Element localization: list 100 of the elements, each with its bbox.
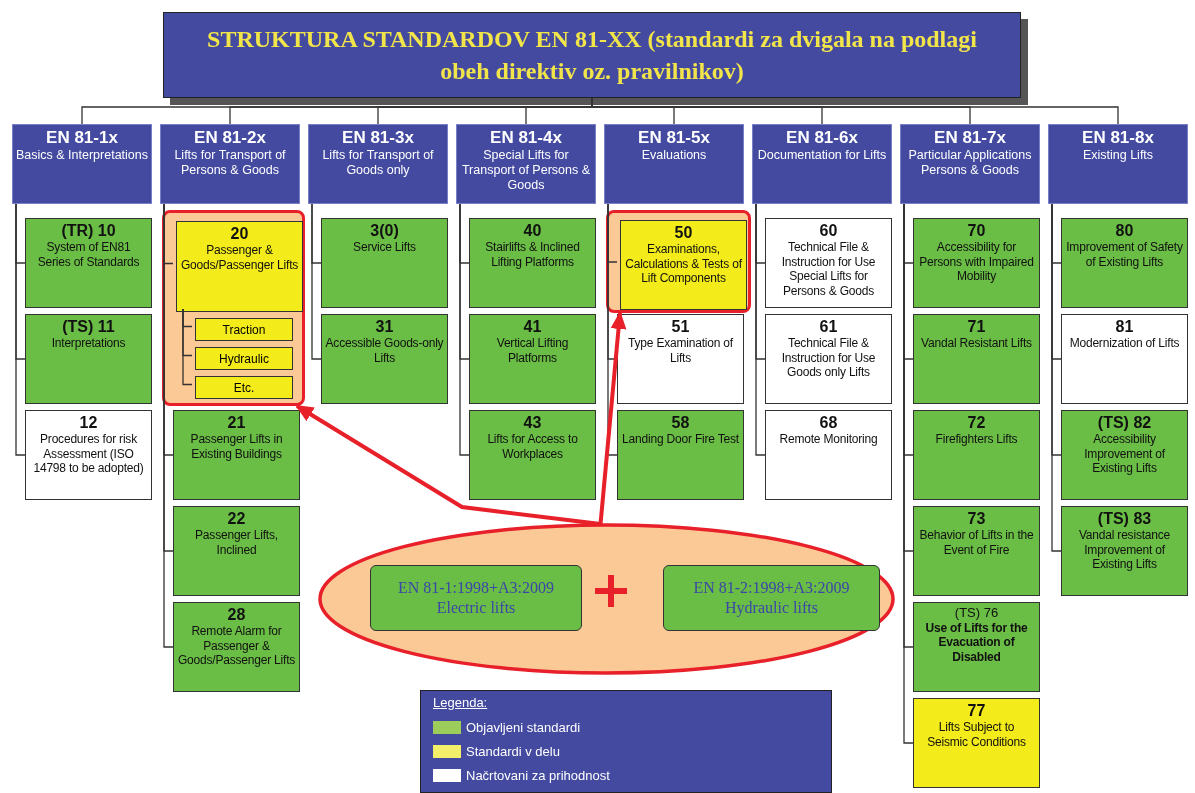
standard-number: 43 [523, 414, 542, 433]
standard-title: Firefighters Lifts [935, 432, 1018, 447]
standard-box [765, 218, 892, 308]
standard-title: Type Examination of Lifts [627, 336, 734, 366]
standard-number: 31 [375, 318, 394, 337]
series-code: EN 81-4x [490, 128, 562, 149]
series-code: EN 81-3x [342, 128, 414, 149]
series-title: Documentation for Lifts [757, 148, 887, 164]
standard-number: 12 [79, 414, 98, 433]
legend-label: Objavljeni standardi [466, 719, 581, 735]
standard-number: 58 [671, 414, 690, 433]
standard-title: Stairlifts & Inclined Lifting Platforms [484, 240, 581, 270]
highlight-ellipse [318, 523, 895, 675]
connector-line [182, 308, 193, 386]
standard-title: Accessibility for Persons with Impaired Mobility [918, 240, 1035, 284]
subtype-box [195, 376, 293, 399]
standard-title: Landing Door Fire Test [622, 432, 739, 447]
standard-title: Vertical Lifting Platforms [495, 336, 570, 366]
series-header [160, 124, 300, 204]
standard-box [913, 314, 1040, 404]
connector-line [459, 203, 470, 456]
standard-number: 71 [967, 318, 986, 337]
standard-box [25, 410, 152, 500]
standard-box [1061, 410, 1188, 500]
subtype-box [195, 318, 293, 341]
series-code: EN 81-1x [46, 128, 118, 149]
standard-title: Electric lifts [436, 598, 516, 618]
series-header [308, 124, 448, 204]
highlight-frame [162, 210, 305, 406]
series-title: Evaluations [641, 148, 707, 164]
standard-number: 72 [967, 414, 986, 433]
standard-number: 21 [227, 414, 246, 433]
connector-line [15, 203, 26, 456]
series-title: Particular Applications Persons & Goods [907, 148, 1033, 179]
standard-box [913, 218, 1040, 308]
standard-number: 50 [674, 224, 693, 243]
standard-box [913, 506, 1040, 596]
standard-box [469, 314, 596, 404]
standard-title: Passenger Lifts, Inclined [194, 528, 279, 558]
standard-box [321, 314, 448, 404]
standard-box [913, 602, 1040, 692]
standard-title: Lifts for Access to Workplaces [486, 432, 579, 462]
subtype-label: Hydraulic [219, 351, 269, 366]
standard-title: Modernization of Lifts [1069, 336, 1180, 351]
standard-number: (TS) 82 [1097, 414, 1152, 433]
highlight-frame [606, 210, 751, 313]
connector-line [163, 203, 174, 648]
standard-title: Vandal resistance Improvement of Existing Lifts [1077, 528, 1172, 572]
standard-box [765, 314, 892, 404]
standard-number: 81 [1115, 318, 1134, 337]
series-title: Special Lifts for Transport of Persons & Goods [460, 148, 592, 194]
series-header [604, 124, 744, 204]
standard-title: Vandal Resistant Lifts [921, 336, 1032, 351]
standard-number: 68 [819, 414, 838, 433]
legend-label: Načrtovani za prihodnost [466, 767, 610, 783]
standard-box [25, 218, 152, 308]
subtype-box [195, 347, 293, 370]
standard-number: 20 [230, 225, 249, 244]
standard-box [617, 314, 744, 404]
standard-box [617, 410, 744, 500]
series-title: Existing Lifts [1082, 148, 1154, 164]
standard-number: 77 [967, 702, 986, 721]
standard-title: Use of Lifts for the Evacuation of Disabled [924, 620, 1029, 665]
standard-box [173, 410, 300, 500]
standard-number: (TR) 10 [61, 222, 116, 241]
arrow [295, 404, 601, 526]
standard-number: 73 [967, 510, 986, 529]
standard-number: 40 [523, 222, 542, 241]
series-title: Basics & Interpretations [16, 148, 148, 164]
connector-line [607, 203, 618, 456]
standard-number: 61 [819, 318, 838, 337]
standard-number: 22 [227, 510, 246, 529]
standard-title: Accessible Goods-only Lifts [325, 336, 444, 366]
standard-box [469, 218, 596, 308]
standard-number: 80 [1115, 222, 1134, 241]
legend-label: Standardi v delu [466, 743, 560, 759]
standard-number: 3(0) [370, 222, 399, 241]
series-code: EN 81-6x [786, 128, 858, 149]
series-code: EN 81-7x [934, 128, 1006, 149]
standard-number: 41 [523, 318, 542, 337]
series-code: EN 81-2x [194, 128, 266, 149]
standard-title: Procedures for risk Assessment (ISO 14798 to be adopted) [32, 432, 145, 476]
legend-title: Legenda: [433, 695, 488, 710]
standard-title: Remote Alarm for Passenger & Goods/Passenger Lifts [177, 624, 296, 668]
standard-title: Improvement of Safety of Existing Lifts [1065, 240, 1184, 270]
standard-number: 70 [967, 222, 986, 241]
standard-title: Accessibility Improvement of Existing Lifts [1083, 432, 1166, 476]
series-header [752, 124, 892, 204]
standard-number: 51 [671, 318, 690, 337]
series-code: EN 81-5x [638, 128, 710, 149]
series-header [900, 124, 1040, 204]
standard-box [913, 410, 1040, 500]
standard-box [25, 314, 152, 404]
standard-code: EN 81-1:1998+A3:2009 [397, 578, 555, 598]
standard-title: Technical File & Instruction for Use Goods only Lifts [780, 336, 877, 380]
standard-title: Behavior of Lifts in the Event of Fire [918, 528, 1035, 558]
title-text: STRUKTURA STANDARDOV EN 81-XX (standardi za dvigala na podlagi obeh direktiv oz. pravilnikov) [206, 24, 978, 86]
subtype-label: Traction [222, 322, 266, 337]
standard-title: Examinations, Calculations & Tests of Lift Components [624, 242, 743, 286]
standard-box [1061, 506, 1188, 596]
